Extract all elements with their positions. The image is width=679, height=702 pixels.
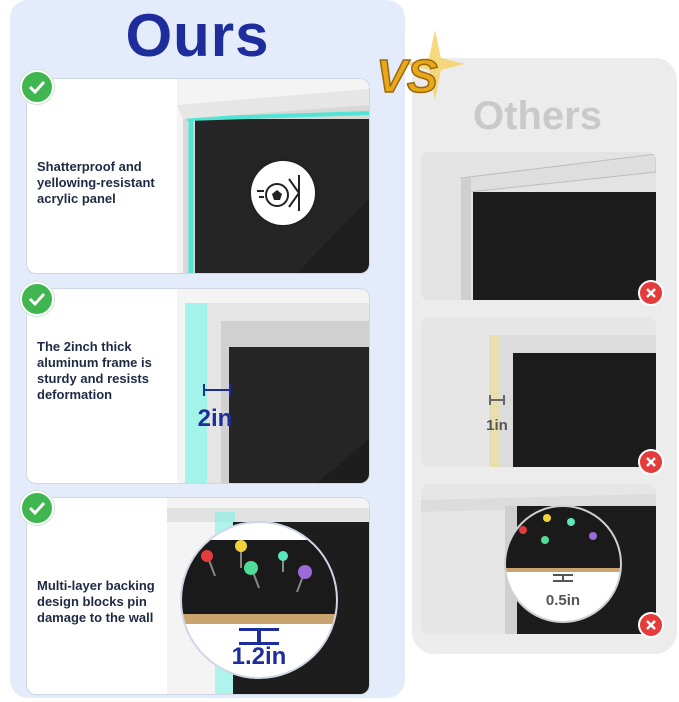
ours-card-frame: The 2inch thick aluminum frame is sturdy… [26, 288, 370, 484]
others-backing-image [421, 484, 656, 634]
others-frame-thickness-label: 1in [486, 417, 508, 434]
others-title: Others [473, 94, 602, 138]
ours-card-acrylic: Shatterproof and yellowing-resistant acr… [26, 78, 370, 274]
vs-label: VS [376, 50, 438, 102]
soccer-ball-icon [257, 175, 301, 211]
vs-spark-icon: VS [376, 30, 465, 103]
cross-icon [638, 449, 664, 475]
check-icon [20, 70, 54, 104]
others-frame-image [421, 317, 656, 467]
ours-card-text: Multi-layer backing design blocks pin da… [37, 578, 155, 625]
pin-closeup-image [180, 521, 338, 679]
others-panel-image [421, 152, 656, 300]
check-icon [20, 282, 54, 316]
vs-badge: VS [355, 30, 465, 110]
ours-card-text: Shatterproof and yellowing-resistant acr… [37, 159, 155, 206]
aluminum-frame-image [177, 289, 369, 483]
frame-thickness-label: 2in [197, 405, 233, 432]
dimension-bracket [203, 384, 231, 396]
backing-thickness-label: 1.2in [231, 643, 287, 670]
ball-impact-badge [251, 161, 315, 225]
cross-icon [638, 612, 664, 638]
cross-icon [638, 280, 664, 306]
ours-card-backing: Multi-layer backing design blocks pin da… [26, 497, 370, 695]
others-card-panel [421, 152, 656, 300]
check-icon [20, 491, 54, 525]
others-backing-thickness-label: 0.5in [545, 592, 581, 609]
others-card-frame: 1in [421, 317, 656, 467]
others-card-backing: 0.5in [421, 484, 656, 634]
ours-title: Ours [125, 2, 270, 69]
dimension-bracket [489, 395, 505, 405]
ours-card-text: The 2inch thick aluminum frame is sturdy… [37, 339, 152, 402]
